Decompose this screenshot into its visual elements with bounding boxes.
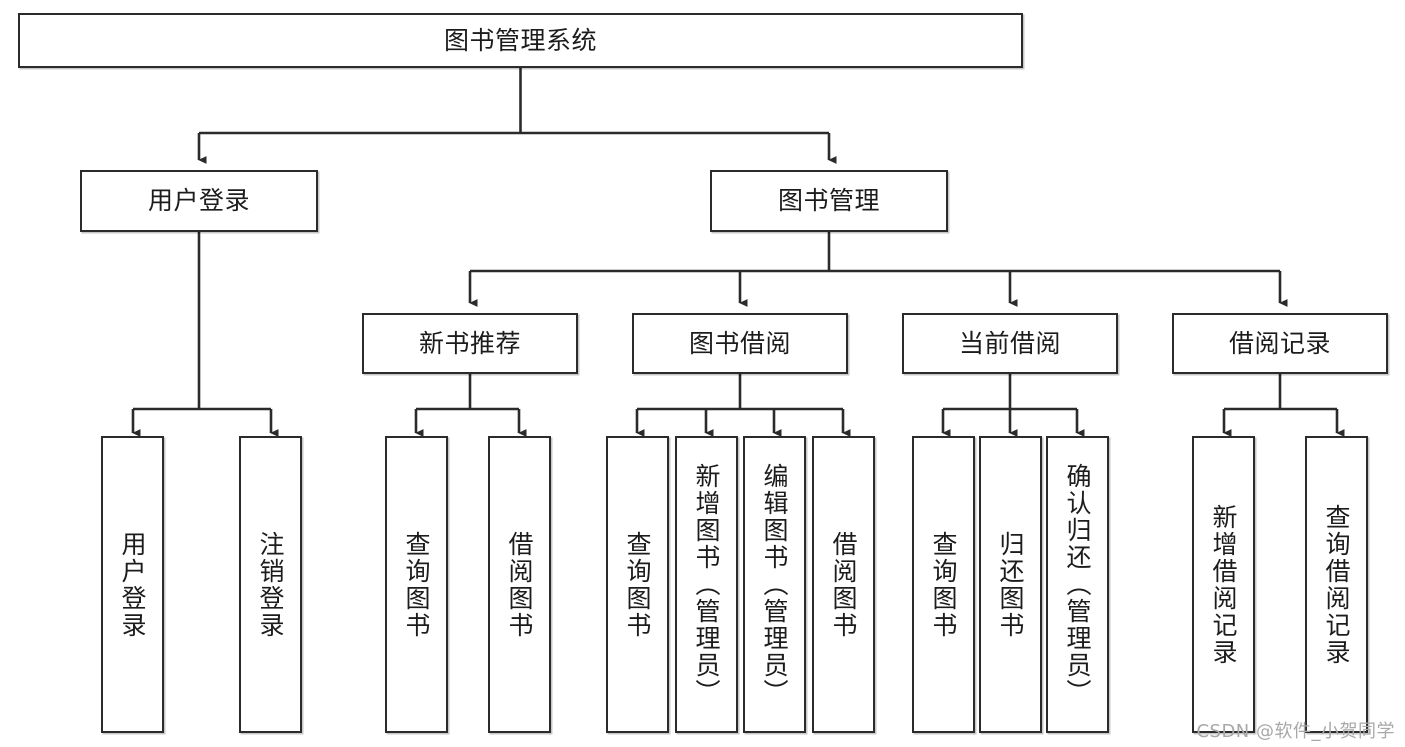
node-leaf-borrow-book[interactable]: 借阅图书 bbox=[812, 436, 875, 733]
node-leaf-borrow-book-recommend[interactable]: 借阅图书 bbox=[488, 436, 551, 733]
node-leaf-query-book-current[interactable]: 查询图书 bbox=[912, 436, 975, 733]
node-label: 借阅记录 bbox=[1228, 328, 1331, 358]
node-leaf-edit-book[interactable]: 编辑图书（管理员） bbox=[743, 436, 806, 733]
node-leaf-query-book-recommend[interactable]: 查询图书 bbox=[385, 436, 448, 733]
node-label: 当前借阅 bbox=[958, 328, 1061, 358]
node-label: 注销登录 bbox=[256, 530, 285, 639]
node-leaf-return-book[interactable]: 归还图书 bbox=[979, 436, 1042, 733]
node-current-borrow[interactable]: 当前借阅 bbox=[902, 313, 1118, 374]
node-label: 归还图书 bbox=[996, 530, 1025, 639]
node-label: 新增图书（管理员） bbox=[692, 463, 721, 706]
node-leaf-user-logout[interactable]: 注销登录 bbox=[239, 436, 302, 733]
node-label: 图书管理 bbox=[777, 186, 880, 216]
node-leaf-confirm-return[interactable]: 确认归还（管理员） bbox=[1046, 436, 1109, 733]
node-label: 编辑图书（管理员） bbox=[760, 463, 789, 706]
node-label: 借阅图书 bbox=[505, 530, 534, 639]
node-label: 查询借阅记录 bbox=[1322, 503, 1351, 666]
node-label: 借阅图书 bbox=[829, 530, 858, 639]
node-leaf-query-book-borrow[interactable]: 查询图书 bbox=[606, 436, 669, 733]
node-book-manage[interactable]: 图书管理 bbox=[710, 170, 948, 232]
node-borrow-record[interactable]: 借阅记录 bbox=[1172, 313, 1388, 374]
node-label: 图书管理系统 bbox=[443, 25, 597, 55]
node-label: 查询图书 bbox=[402, 530, 431, 639]
node-label: 确认归还（管理员） bbox=[1063, 463, 1092, 706]
node-label: 新增借阅记录 bbox=[1209, 503, 1238, 666]
node-book-borrow[interactable]: 图书借阅 bbox=[632, 313, 848, 374]
node-new-book-recommend[interactable]: 新书推荐 bbox=[362, 313, 578, 374]
node-leaf-user-login[interactable]: 用户登录 bbox=[101, 436, 164, 733]
node-label: 查询图书 bbox=[929, 530, 958, 639]
node-root-system[interactable]: 图书管理系统 bbox=[18, 13, 1023, 68]
node-user-login[interactable]: 用户登录 bbox=[80, 170, 318, 232]
node-leaf-query-borrow-record[interactable]: 查询借阅记录 bbox=[1305, 436, 1368, 733]
node-label: 新书推荐 bbox=[418, 328, 521, 358]
node-label: 图书借阅 bbox=[688, 328, 791, 358]
node-label: 用户登录 bbox=[118, 530, 147, 639]
node-label: 查询图书 bbox=[623, 530, 652, 639]
node-leaf-add-book[interactable]: 新增图书（管理员） bbox=[675, 436, 738, 733]
node-label: 用户登录 bbox=[147, 186, 250, 216]
node-leaf-add-borrow-record[interactable]: 新增借阅记录 bbox=[1192, 436, 1255, 733]
